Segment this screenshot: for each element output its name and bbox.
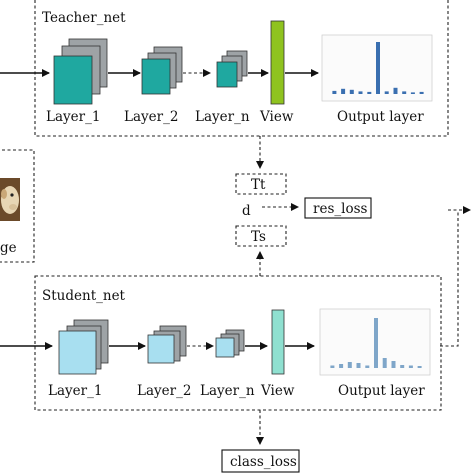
student-output-bars (330, 318, 422, 368)
student-output-bar (330, 365, 335, 368)
teacher-layer-2-label: Layer_2 (124, 109, 178, 125)
input-image-label: ge (0, 240, 17, 256)
teacher-net-title: Teacher_net (42, 10, 126, 26)
student-layer-2-label: Layer_2 (137, 383, 191, 399)
student-view-label: View (260, 383, 295, 399)
student-net-title: Student_net (42, 288, 126, 304)
tt-box (235, 173, 287, 195)
teacher-output-bar (376, 42, 380, 94)
student-layer-n-block (215, 329, 245, 358)
student-view-bar (271, 309, 285, 375)
teacher-output-bar (341, 88, 346, 94)
teacher-view-bar (270, 20, 285, 105)
tt-label: Tt (251, 177, 266, 193)
student-layer-n-label: Layer_n (200, 383, 255, 399)
teacher-output-bars (332, 42, 424, 94)
res-loss-label: res_loss (313, 201, 367, 217)
student-output-bar (347, 362, 352, 368)
student-output-bar (417, 366, 422, 368)
class-loss-box (221, 449, 300, 473)
teacher-net-box (34, 0, 449, 137)
input-image-box (0, 149, 35, 263)
teacher-output-label: Output layer (337, 109, 424, 125)
student-output-bar (339, 364, 344, 368)
student-output-label: Output layer (338, 383, 425, 399)
teacher-output-bar (367, 91, 372, 94)
student-output-bar (356, 363, 361, 368)
teacher-output-bar (419, 91, 424, 94)
teacher-layer-n-label: Layer_n (195, 109, 250, 125)
input-dog-image (0, 178, 20, 221)
student-output-bar (400, 365, 405, 368)
class-loss-label: class_loss (230, 454, 297, 470)
teacher-output-bar (358, 91, 363, 94)
student-layer-2-block (147, 325, 187, 364)
teacher-output-bar (349, 89, 354, 94)
student-output-bar (374, 318, 378, 368)
ts-box (235, 225, 287, 247)
student-net-box (34, 275, 442, 411)
teacher-output-bar (384, 91, 389, 94)
d-label: d (242, 203, 251, 219)
student-output-bar (382, 358, 387, 368)
teacher-layer-1-label: Layer_1 (46, 109, 100, 125)
student-output-bar (391, 361, 396, 368)
teacher-output-bar (393, 87, 398, 94)
student-layer-1-block (58, 319, 109, 375)
teacher-output-bar (410, 92, 415, 94)
student-output-bar (408, 365, 413, 368)
teacher-output-bar (332, 90, 337, 94)
student-layer-1-label: Layer_1 (48, 383, 102, 399)
teacher-output-bar (402, 91, 407, 94)
ts-label: Ts (251, 229, 266, 245)
student-output-connector (440, 210, 459, 347)
teacher-layer-n-block (216, 50, 248, 88)
teacher-layer-1-block (53, 38, 108, 105)
teacher-layer-2-block (141, 46, 183, 95)
res-loss-box (304, 197, 372, 219)
student-output-bar (365, 365, 370, 368)
teacher-view-label: View (259, 109, 294, 125)
